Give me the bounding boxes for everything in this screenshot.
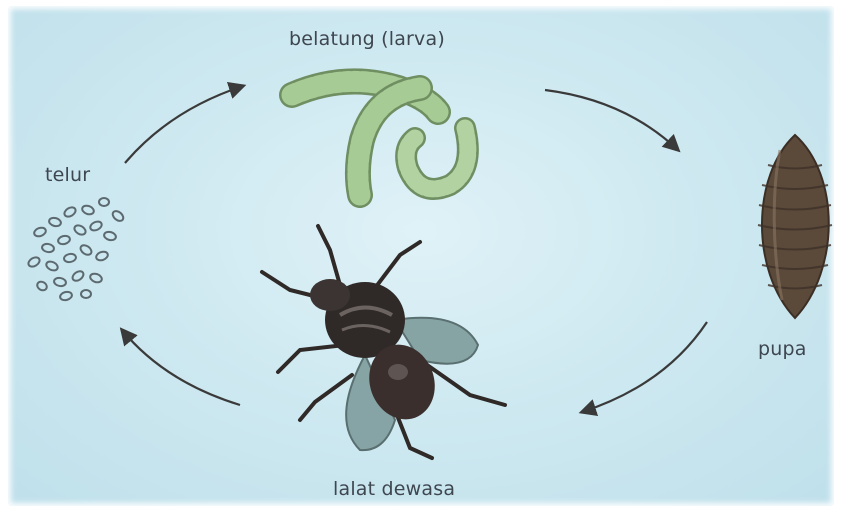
arrow-adult-to-egg — [122, 330, 240, 405]
label-egg: telur — [45, 164, 90, 186]
eggs-illustration — [27, 198, 125, 301]
label-adult-fly: lalat dewasa — [333, 478, 455, 500]
pupa-illustration — [758, 135, 832, 318]
label-pupa: pupa — [758, 338, 807, 360]
label-larva: belatung (larva) — [289, 28, 445, 50]
arrow-egg-to-larva — [125, 86, 243, 163]
adult-fly-illustration — [262, 226, 505, 458]
larva-illustration — [292, 81, 468, 195]
arrow-pupa-to-adult — [582, 322, 707, 412]
arrow-larva-to-pupa — [545, 90, 678, 150]
